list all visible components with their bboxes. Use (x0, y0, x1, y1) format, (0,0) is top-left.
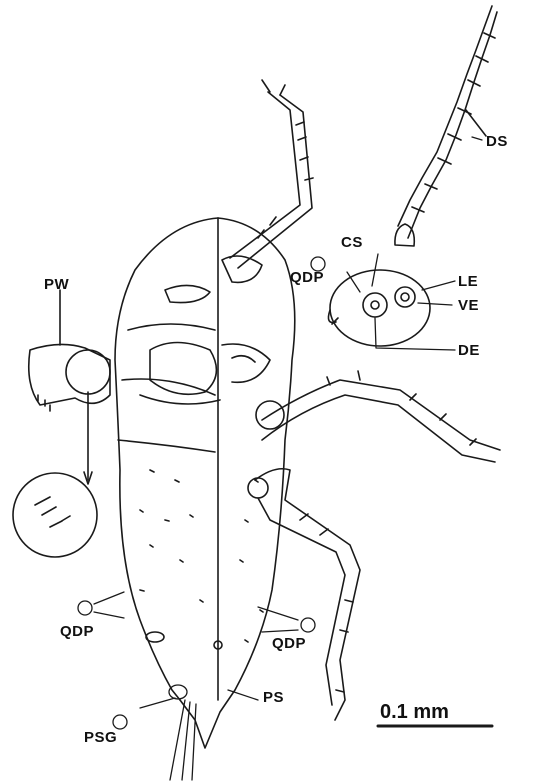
mid-leg (256, 371, 500, 462)
body-outline (115, 218, 295, 748)
label-ve: VE (458, 298, 479, 313)
pw-detail (13, 290, 110, 557)
eye-detail (328, 270, 430, 346)
label-de: DE (458, 343, 480, 358)
hind-leg (248, 469, 360, 720)
label-pw: PW (44, 277, 69, 292)
scale-bar-label: 0.1 mm (380, 702, 449, 722)
label-ds: DS (486, 134, 508, 149)
label-qdp-top: QDP (290, 270, 324, 285)
label-cs: CS (341, 235, 363, 250)
label-ps: PS (263, 690, 284, 705)
label-qdp-right: QDP (272, 636, 306, 651)
label-le: LE (458, 274, 478, 289)
label-qdp-left: QDP (60, 624, 94, 639)
front-leg (230, 80, 313, 268)
label-psg: PSG (84, 730, 117, 745)
antenna (395, 6, 497, 246)
